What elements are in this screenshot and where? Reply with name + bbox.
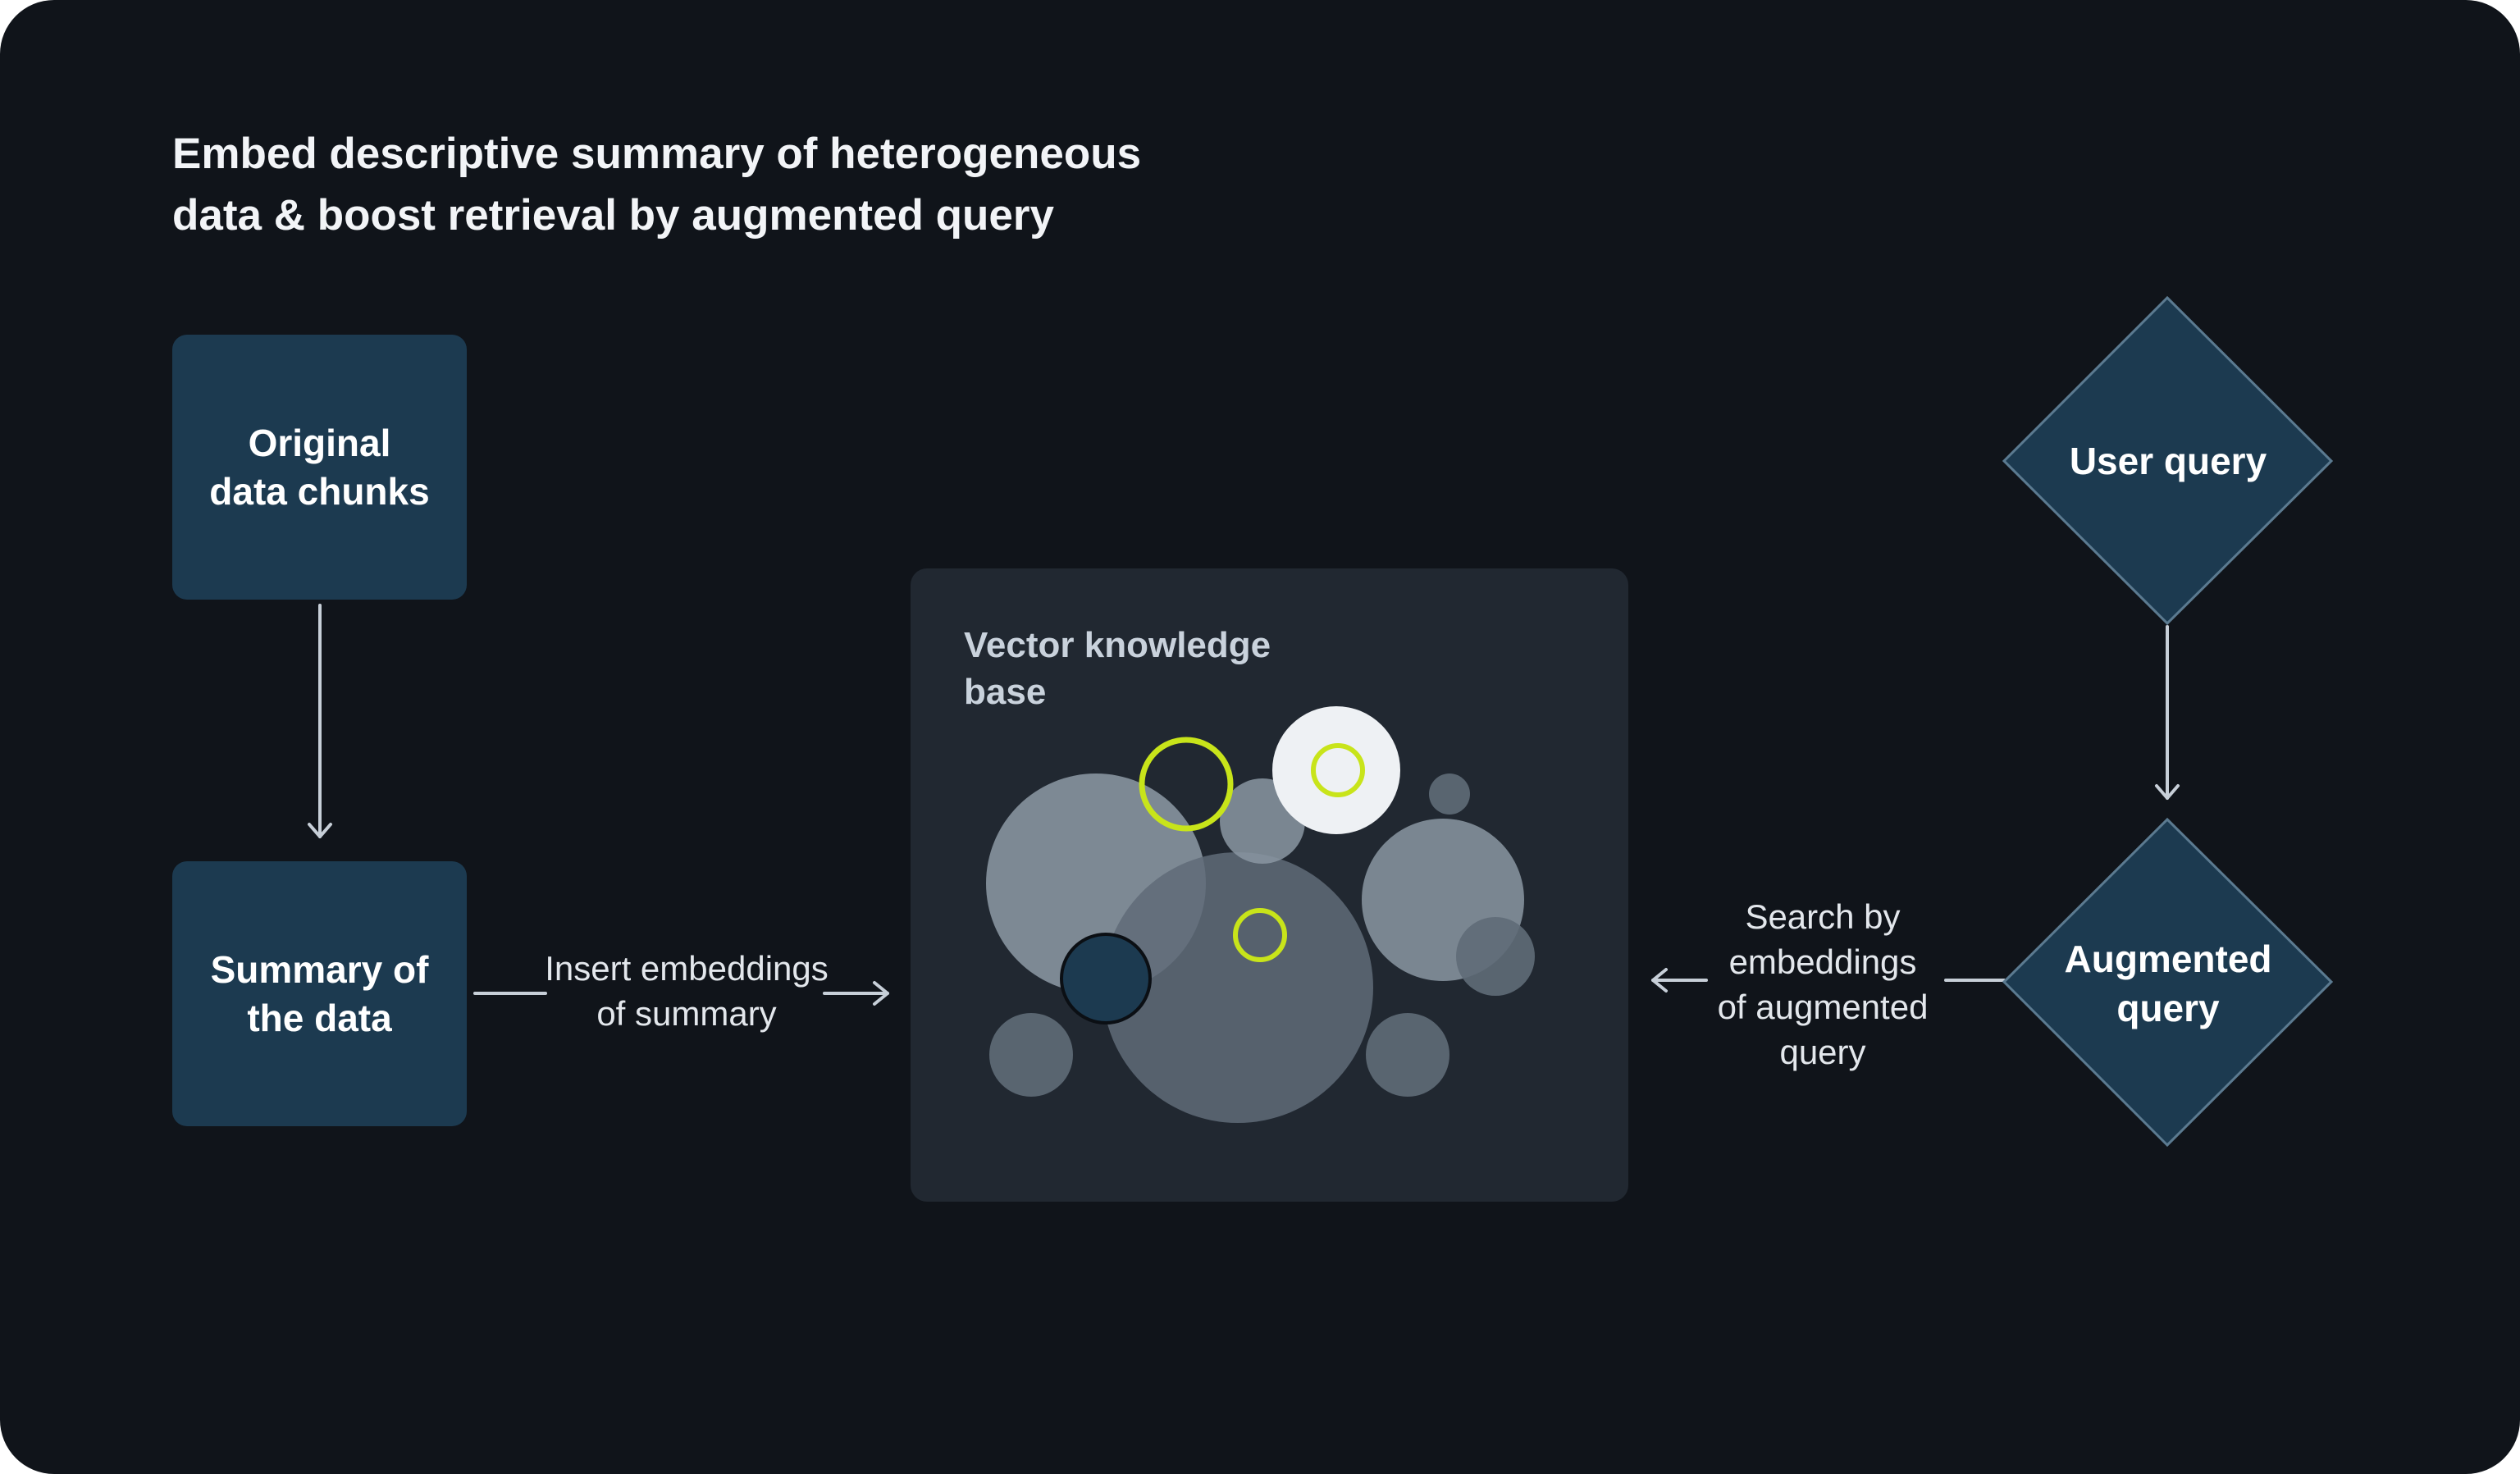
knowledge-base-title-line-1: Vector knowledge — [964, 625, 1271, 665]
search-embeddings-label: Search by embeddings of augmented query — [1691, 894, 1954, 1075]
insert-label-line-1: Insert embeddings — [545, 949, 829, 988]
search-label-line-1: Search by — [1745, 897, 1901, 936]
summary-node-line-2: the data — [247, 996, 392, 1039]
highlight-ring — [1311, 743, 1365, 797]
arrow-original-to-summary — [308, 604, 332, 838]
insert-label-line-2: of summary — [596, 994, 777, 1033]
arrow-augmented-to-kb — [1651, 968, 2006, 993]
embedding-bubble — [1429, 774, 1470, 815]
augmented-query-line-1: Augmented — [2064, 938, 2272, 980]
title-line-1: Embed descriptive summary of heterogeneo… — [172, 130, 1142, 178]
embedding-bubble — [1456, 917, 1535, 996]
augmented-query-line-2: query — [2116, 987, 2220, 1029]
diagram-title: Embed descriptive summary of heterogeneo… — [172, 123, 1321, 246]
original-node-line-1: Original — [248, 421, 391, 464]
knowledge-base-title: Vector knowledge base — [964, 622, 1271, 715]
embedding-bubble — [989, 1013, 1073, 1097]
embedding-bubble — [1366, 1013, 1449, 1097]
original-node-line-2: data chunks — [209, 469, 430, 513]
arrow-user-to-augmented — [2155, 625, 2180, 800]
embedding-bubble — [1102, 852, 1373, 1123]
arrow-summary-to-kb — [473, 981, 889, 1006]
summary-node: Summary of the data — [172, 861, 467, 1126]
user-query-label: User query — [2004, 413, 2332, 509]
summary-node-line-1: Summary of — [210, 947, 429, 991]
embedding-bubble-dark — [1060, 933, 1152, 1024]
title-line-2: data & boost retrieval by augmented quer… — [172, 191, 1054, 240]
original-data-chunks-node: Original data chunks — [172, 335, 467, 600]
knowledge-base-title-line-2: base — [964, 672, 1047, 712]
insert-embeddings-label: Insert embeddings of summary — [518, 946, 855, 1036]
highlight-ring — [1233, 908, 1287, 962]
search-label-line-4: query — [1779, 1033, 1866, 1071]
augmented-query-diamond — [2002, 817, 2334, 1148]
user-query-line-1: User query — [2069, 440, 2267, 482]
highlight-ring — [1139, 737, 1234, 832]
embedding-bubbles — [986, 706, 1535, 1123]
embedding-bubble-bright — [1272, 706, 1400, 834]
search-label-line-2: embeddings — [1728, 942, 1917, 981]
user-query-diamond — [2002, 295, 2334, 626]
augmented-query-label: Augmented query — [2004, 933, 2332, 1034]
search-label-line-3: of augmented — [1717, 988, 1929, 1026]
